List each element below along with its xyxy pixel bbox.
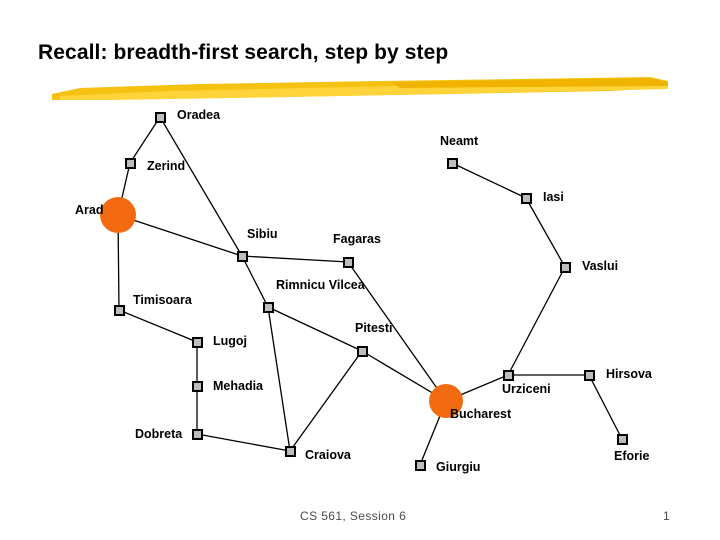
road-edge bbox=[117, 214, 243, 257]
map-label-zerind: Zerind bbox=[147, 159, 186, 173]
map-label-pitesti: Pitesti bbox=[355, 321, 393, 335]
road-edge bbox=[525, 197, 566, 268]
map-node-dobreta[interactable] bbox=[192, 429, 203, 440]
road-edge bbox=[118, 309, 198, 343]
map-node-fagaras[interactable] bbox=[343, 257, 354, 268]
map-label-urziceni: Urziceni bbox=[502, 382, 551, 396]
map-node-timisoara[interactable] bbox=[114, 305, 125, 316]
map-node-neamt[interactable] bbox=[447, 158, 458, 169]
map-label-sibiu: Sibiu bbox=[247, 227, 278, 241]
map-label-rimnicu: Rimnicu Vilcea bbox=[276, 278, 365, 292]
map-label-lugoj: Lugoj bbox=[213, 334, 248, 348]
page-title: Recall: breadth-first search, step by st… bbox=[38, 41, 449, 64]
map-node-mehadia[interactable] bbox=[192, 381, 203, 392]
map-label-iasi: Iasi bbox=[543, 190, 564, 204]
map-node-zerind[interactable] bbox=[125, 158, 136, 169]
map-label-craiova: Craiova bbox=[305, 448, 351, 462]
map-label-mehadia: Mehadia bbox=[213, 379, 264, 393]
map-node-bucharest[interactable] bbox=[429, 384, 463, 418]
road-edge bbox=[507, 266, 566, 376]
map-roads-layer bbox=[117, 116, 623, 466]
map-node-craiova[interactable] bbox=[285, 446, 296, 457]
map-label-hirsova: Hirsova bbox=[606, 367, 652, 381]
map-label-giurgiu: Giurgiu bbox=[436, 460, 481, 474]
map-node-sibiu[interactable] bbox=[237, 251, 248, 262]
footer-course-label: CS 561, Session 6 bbox=[300, 509, 407, 523]
map-label-dobreta: Dobreta bbox=[135, 427, 183, 441]
road-edge bbox=[289, 350, 363, 452]
map-node-oradea[interactable] bbox=[155, 112, 166, 123]
map-label-arad: Arad bbox=[75, 203, 104, 217]
map-label-bucharest: Bucharest bbox=[450, 407, 512, 421]
map-label-oradea: Oradea bbox=[177, 108, 221, 122]
map-node-pitesti[interactable] bbox=[357, 346, 368, 357]
road-edge bbox=[241, 255, 349, 263]
road-edge bbox=[267, 306, 291, 452]
map-node-urziceni[interactable] bbox=[503, 370, 514, 381]
map-node-eforie[interactable] bbox=[617, 434, 628, 445]
map-node-vaslui[interactable] bbox=[560, 262, 571, 273]
map-node-arad[interactable] bbox=[100, 197, 136, 233]
road-edge bbox=[267, 306, 363, 352]
map-node-giurgiu[interactable] bbox=[415, 460, 426, 471]
map-node-lugoj[interactable] bbox=[192, 337, 203, 348]
road-edge bbox=[129, 116, 161, 164]
map-node-rimnicu[interactable] bbox=[263, 302, 274, 313]
map-label-vaslui: Vaslui bbox=[582, 259, 619, 273]
road-edge bbox=[196, 433, 291, 452]
map-label-fagaras: Fagaras bbox=[333, 232, 381, 246]
map-label-neamt: Neamt bbox=[440, 134, 479, 148]
road-edge bbox=[241, 255, 269, 308]
road-edge bbox=[588, 374, 623, 440]
footer-page-number: 1 bbox=[663, 509, 670, 523]
title-brushstroke-divider bbox=[52, 77, 668, 100]
map-label-timisoara: Timisoara bbox=[133, 293, 192, 307]
road-edge bbox=[451, 162, 527, 199]
road-edge bbox=[347, 261, 447, 402]
map-label-eforie: Eforie bbox=[614, 449, 650, 463]
map-node-hirsova[interactable] bbox=[584, 370, 595, 381]
map-node-iasi[interactable] bbox=[521, 193, 532, 204]
road-edge bbox=[159, 116, 243, 257]
